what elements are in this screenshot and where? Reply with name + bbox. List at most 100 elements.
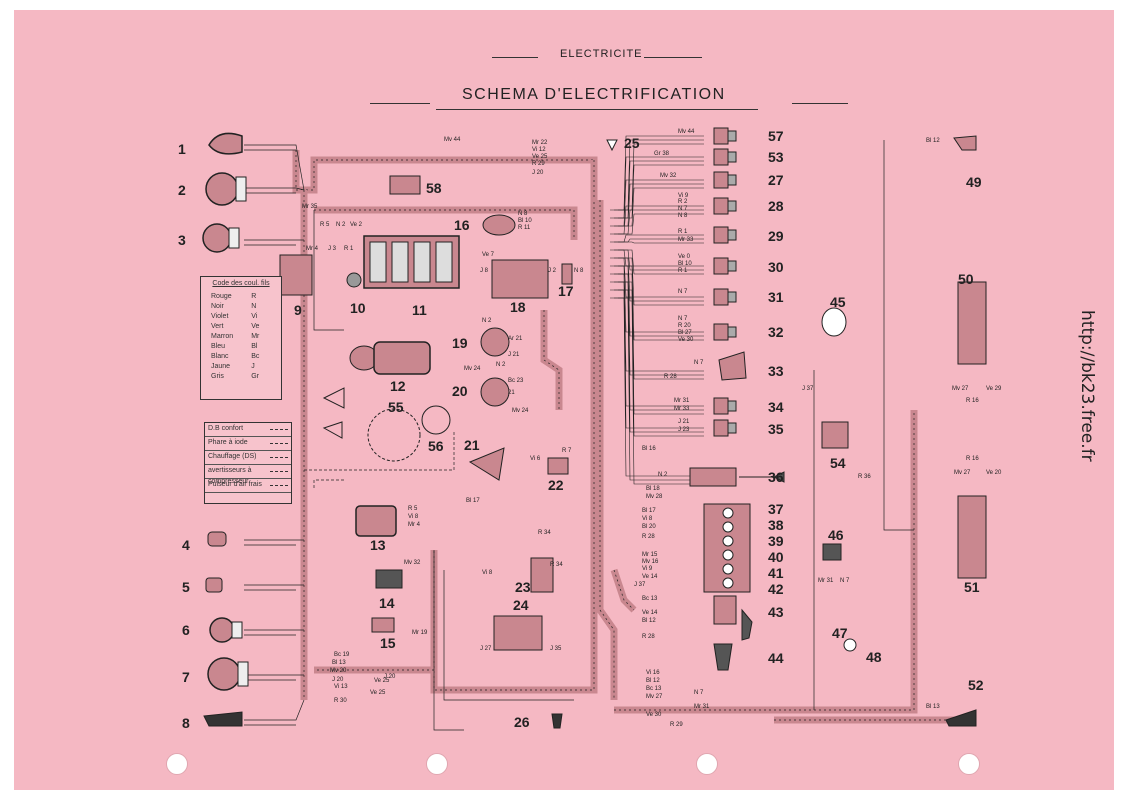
wire-label: Bl 10: [518, 218, 532, 224]
signal-wire: [618, 213, 704, 235]
sidelight-front: [208, 132, 243, 155]
wire-label: R 28: [642, 634, 655, 640]
wire-label: R 36: [858, 474, 871, 480]
component-number: 5: [182, 579, 190, 595]
wire-label: R 16: [966, 398, 979, 404]
connector-block: [713, 397, 729, 415]
wire-label: R 28: [664, 374, 677, 380]
wire-label: Vi 8: [642, 516, 653, 522]
component-number: 8: [182, 715, 190, 731]
component-number: 43: [768, 604, 784, 620]
harness-hatch: [614, 410, 915, 711]
lamp-49: [953, 135, 977, 151]
component-number: 37: [768, 501, 784, 517]
color-name: Vert: [211, 322, 224, 330]
component-number: 17: [558, 283, 574, 299]
wire-label: Bc 19: [334, 652, 350, 658]
wire-label: Ve 2: [350, 222, 363, 228]
switch-22: [547, 457, 569, 475]
wire-label: Mv 44: [444, 137, 461, 143]
component-number: 42: [768, 581, 784, 597]
signal-wire: [313, 210, 344, 331]
warning-lamp: [722, 563, 734, 575]
wire-label: N 7: [694, 690, 704, 696]
switch-36-lever: [739, 471, 785, 483]
warning-lamp-panel: [703, 503, 751, 593]
sensor-43: [741, 608, 753, 641]
circuit-legend-label: Chauffage (DS): [208, 453, 257, 460]
wire-label: Bl 10: [678, 261, 692, 267]
wire-label: Bl 17: [642, 508, 656, 514]
component-number: 28: [768, 198, 784, 214]
wire-label: R 30: [334, 698, 347, 704]
wire-label: J 20: [384, 674, 396, 680]
color-name: Rouge: [211, 292, 232, 300]
color-code: Ve: [251, 322, 260, 330]
page-title: SCHEMA D'ELECTRIFICATION: [462, 86, 726, 103]
color-legend-row: Vert Ve: [207, 321, 263, 331]
circuit-legend-swatch: [270, 443, 288, 444]
connector-block: [713, 419, 729, 437]
lamp-47: [843, 638, 857, 652]
wire-label: Ve 25: [532, 154, 548, 160]
component-number: 6: [182, 622, 190, 638]
signal-wire: [618, 273, 704, 380]
coil-23: [530, 557, 554, 593]
color-name: Gris: [211, 372, 224, 380]
wire-label: Mv 28: [646, 494, 663, 500]
lamp-45: [821, 307, 847, 337]
wire-harness: [292, 150, 598, 694]
wire-label: Vi 12: [532, 147, 546, 153]
section-label: ELECTRICITE: [560, 48, 643, 60]
wire-label: Vi 8: [408, 514, 419, 520]
color-name: Noir: [211, 302, 224, 310]
wire-label: Mr 31: [674, 398, 690, 404]
component-number: 15: [380, 635, 396, 651]
connector-block: [713, 257, 729, 275]
headlamp-secondary: [202, 223, 232, 253]
signal-wire: [433, 550, 464, 731]
headlamp-main-socket: [235, 176, 247, 202]
connector-block: [713, 127, 729, 145]
wire-label: N 7: [678, 289, 688, 295]
wire-label: J 20: [532, 170, 544, 176]
wire-label: Mr 22: [532, 140, 548, 146]
component-number: 56: [428, 438, 444, 454]
wire-label: Bl 12: [646, 678, 660, 684]
component-number: 23: [515, 579, 531, 595]
wire-label: Bl 13: [926, 704, 940, 710]
component-number: 7: [182, 669, 190, 685]
switch-36: [689, 467, 737, 487]
wire-label: Vi 9: [642, 566, 653, 572]
component-number: 38: [768, 517, 784, 533]
wire-label: Vi 6: [530, 456, 541, 462]
wire-label: Vi 8: [482, 570, 493, 576]
color-name: Marron: [211, 332, 234, 340]
circuit-legend-item: avertisseurs à compresseur: [205, 465, 291, 485]
wire-label: R 5: [408, 506, 418, 512]
wire-label: Mv 32: [660, 173, 677, 179]
wire-label: Bl 13: [332, 660, 346, 666]
wire-label: Mv 44: [678, 129, 695, 135]
wire-label: R 29: [670, 722, 683, 728]
title-rule-left: [370, 103, 430, 104]
component-number: 29: [768, 228, 784, 244]
title-rule-right: [792, 103, 848, 104]
unit-24: [493, 615, 543, 651]
wire-label: Mv 20: [330, 668, 347, 674]
wire-label: N 7: [694, 360, 704, 366]
wire-label: Gr 38: [654, 151, 670, 157]
circuit-legend-item: Phare à iode: [205, 437, 291, 451]
component-number: 34: [768, 399, 784, 415]
connector-block: [713, 323, 729, 341]
component-number: 3: [178, 232, 186, 248]
wire-label: Mr 15: [642, 552, 658, 558]
wire-label: Vi 16: [646, 670, 660, 676]
connector-block: [713, 226, 729, 244]
wire-label: R 1: [344, 246, 354, 252]
component-number: 32: [768, 324, 784, 340]
pressure-switch-19: [480, 327, 510, 357]
